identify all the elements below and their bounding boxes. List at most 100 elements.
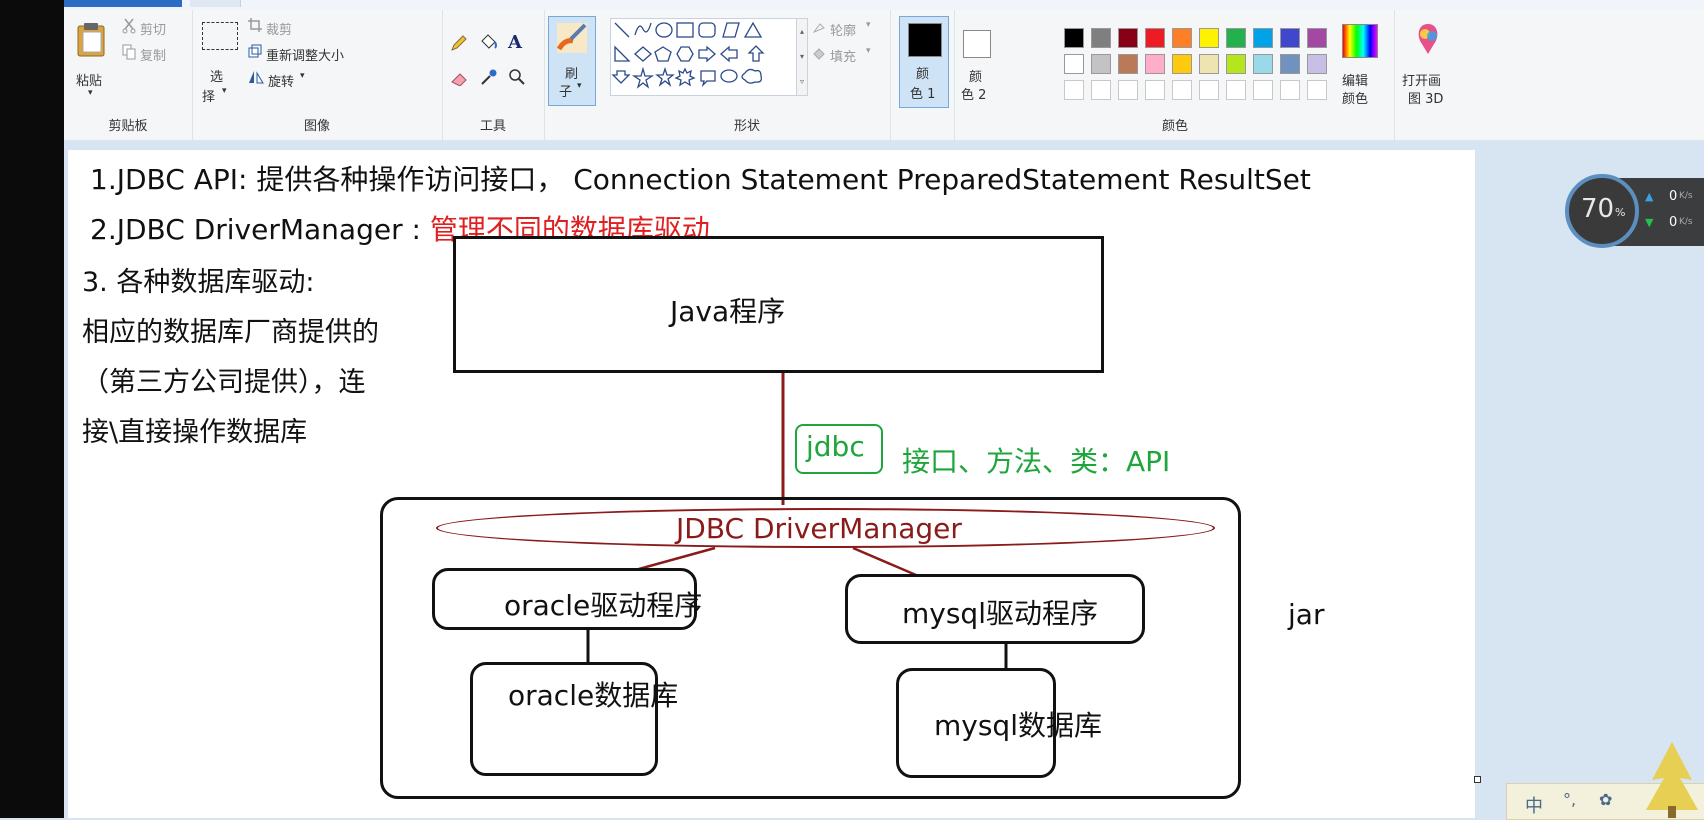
magnifier-icon[interactable] (508, 68, 526, 86)
cpu-percent: 70 (1581, 194, 1615, 224)
driver-manager-ellipse (436, 508, 1215, 548)
palette-swatch[interactable] (1064, 54, 1084, 74)
eraser-icon[interactable] (450, 70, 470, 86)
image-group-label: 图像 (303, 119, 330, 134)
palette-swatch[interactable] (1280, 80, 1300, 100)
palette-swatch[interactable] (1145, 80, 1165, 100)
ime-mode[interactable]: 中 (1525, 796, 1543, 817)
cpu-percent-unit: % (1615, 206, 1626, 219)
tab-view[interactable] (190, 0, 241, 7)
network-monitor[interactable]: 70 % ▲ 0 K/s ▼ 0 K/s (1565, 174, 1704, 250)
palette-swatch[interactable] (1172, 80, 1192, 100)
palette-swatch[interactable] (1253, 54, 1273, 74)
select-dropdown-icon[interactable]: ▾ (222, 86, 227, 96)
outline-dropdown-icon[interactable]: ▾ (866, 20, 871, 30)
text-line6: 接\直接操作数据库 (82, 417, 308, 448)
palette-swatch[interactable] (1145, 54, 1165, 74)
shapes-scroll[interactable]: ▴▾▿ (796, 18, 808, 96)
palette-swatch[interactable] (1118, 80, 1138, 100)
paint3d-label-bottom: 图 3D (1408, 92, 1444, 107)
oracle-database-label: oracle数据库 (508, 679, 679, 712)
edit-colors-button[interactable]: 编辑 颜色 (1336, 18, 1386, 110)
colors-group-label: 颜色 (1161, 119, 1188, 134)
shapes-gallery[interactable] (610, 18, 798, 96)
palette-swatch[interactable] (1307, 54, 1327, 74)
fill-dropdown-icon[interactable]: ▾ (866, 46, 871, 56)
palette-swatch[interactable] (1253, 28, 1273, 48)
tools-group-label: 工具 (479, 119, 506, 134)
resize-icon (248, 44, 262, 58)
paste-dropdown-icon[interactable]: ▾ (88, 88, 93, 98)
pencil-icon[interactable] (450, 34, 468, 52)
palette-swatch[interactable] (1091, 80, 1111, 100)
paste-button[interactable]: 粘贴 ▾ (70, 16, 114, 108)
upload-unit: K/s (1679, 191, 1693, 201)
oracle-database-box (470, 662, 658, 776)
color1-label-bottom: 色 1 (910, 87, 936, 102)
cut-icon (122, 18, 136, 34)
palette-swatch[interactable] (1064, 28, 1084, 48)
palette-swatch[interactable] (1280, 54, 1300, 74)
jar-container-box (380, 497, 1241, 799)
copy-button[interactable]: 复制 (140, 49, 167, 64)
canvas-resize-handle[interactable] (1474, 776, 1481, 783)
paint3d-icon (1418, 24, 1438, 54)
brushes-label-top: 刷 (565, 67, 579, 82)
paint3d-label-top: 打开画 (1402, 74, 1442, 89)
color2-container[interactable]: 颜 色 2 (951, 16, 1001, 108)
palette-swatch[interactable] (1199, 54, 1219, 74)
color1-container[interactable]: 颜 色 1 (899, 16, 949, 108)
fill-bucket-icon[interactable] (478, 32, 498, 52)
cpu-ring (1565, 174, 1639, 248)
palette-swatch[interactable] (1091, 28, 1111, 48)
cut-button[interactable]: 剪切 (140, 23, 167, 38)
rotate-dropdown-icon[interactable]: ▾ (300, 71, 305, 81)
palette-swatch[interactable] (1118, 28, 1138, 48)
palette-swatch[interactable] (1199, 28, 1219, 48)
crop-button[interactable]: 裁剪 (266, 23, 293, 38)
palette-swatch[interactable] (1064, 80, 1084, 100)
skin-icon[interactable]: ✿ (1599, 790, 1613, 809)
download-speed: 0 (1669, 215, 1678, 230)
oracle-driver-label: oracle驱动程序 (504, 589, 703, 622)
upload-arrow-icon: ▲ (1645, 190, 1654, 203)
brushes-button[interactable]: 刷 子 ▾ (548, 16, 596, 106)
paste-icon (77, 23, 105, 57)
drawing-canvas[interactable]: 1.JDBC API: 提供各种操作访问接口， Connection State… (68, 150, 1475, 818)
palette-swatch[interactable] (1199, 80, 1219, 100)
palette-swatch[interactable] (1280, 28, 1300, 48)
select-icon (202, 22, 238, 50)
clipboard-group-label: 剪贴板 (108, 119, 148, 134)
select-button[interactable]: 选 择 ▾ (198, 16, 238, 108)
tab-home[interactable] (64, 0, 182, 7)
palette-swatch[interactable] (1118, 54, 1138, 74)
text-tool-icon[interactable]: A (508, 32, 522, 53)
resize-button[interactable]: 重新调整大小 (266, 49, 345, 64)
palette-swatch[interactable] (1307, 80, 1327, 100)
rotate-button[interactable]: 旋转 (268, 75, 295, 90)
fill-icon (813, 48, 825, 60)
group-tools: A 工具 (442, 10, 545, 140)
color-palette (1064, 28, 1334, 106)
palette-swatch[interactable] (1145, 28, 1165, 48)
driver-manager-label: JDBC DriverManager (676, 512, 962, 545)
color2-swatch (963, 30, 991, 58)
palette-swatch[interactable] (1253, 80, 1273, 100)
palette-swatch[interactable] (1226, 28, 1246, 48)
palette-swatch[interactable] (1226, 54, 1246, 74)
palette-swatch[interactable] (1172, 54, 1192, 74)
outline-button[interactable]: 轮廓 (830, 24, 857, 39)
rainbow-icon (1342, 24, 1378, 58)
shapes-group-label: 形状 (733, 119, 760, 134)
fill-button[interactable]: 填充 (830, 50, 857, 65)
text-line3: 3. 各种数据库驱动: (82, 267, 315, 298)
punctuation-icon[interactable]: °, (1563, 790, 1577, 809)
palette-swatch[interactable] (1226, 80, 1246, 100)
palette-swatch[interactable] (1172, 28, 1192, 48)
palette-swatch[interactable] (1307, 28, 1327, 48)
color-picker-icon[interactable] (480, 68, 498, 86)
open-paint3d-button[interactable]: 打开画 图 3D (1400, 18, 1456, 110)
edit-colors-label-bottom: 颜色 (1342, 92, 1369, 107)
copy-icon (122, 44, 136, 60)
palette-swatch[interactable] (1091, 54, 1111, 74)
